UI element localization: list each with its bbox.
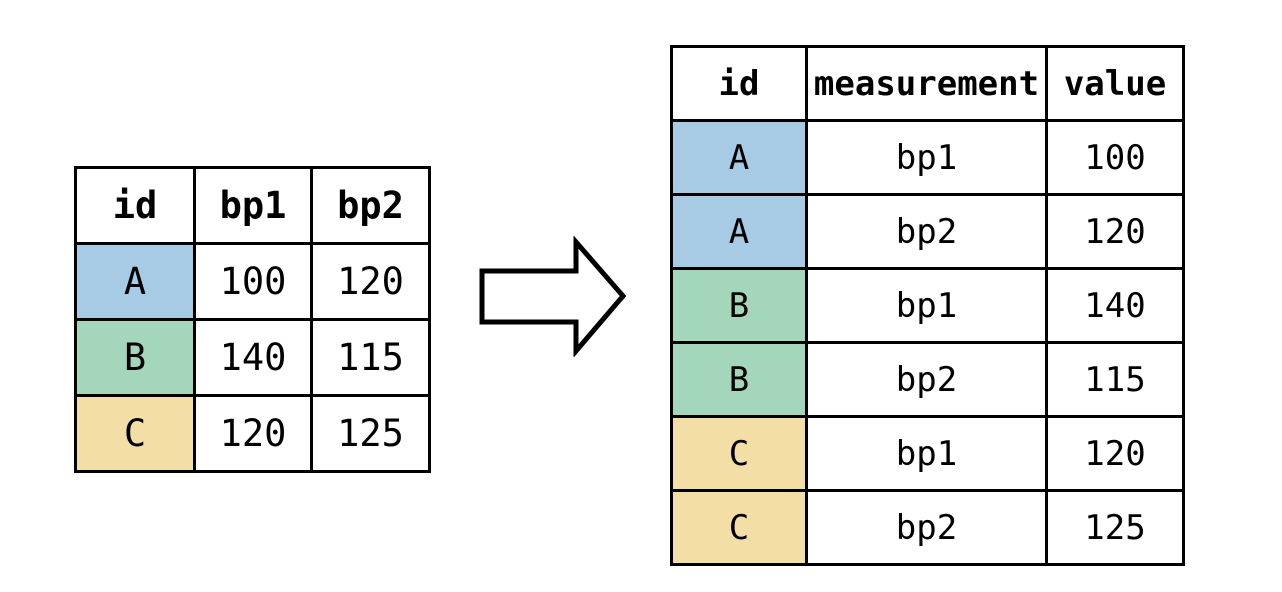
table-row: A bp2 120 [670,193,1185,270]
id-cell: C [670,489,808,566]
measurement-cell: bp2 [805,193,1048,270]
column-header-bp2: bp2 [310,166,431,245]
table-row: B 140 115 [74,318,431,397]
value-cell: 120 [1045,415,1185,492]
measurement-cell: bp1 [805,267,1048,344]
value-cell: 120 [310,242,431,321]
id-cell: A [670,193,808,270]
table-row: B bp1 140 [670,267,1185,344]
right-arrow-icon [479,236,627,357]
value-cell: 100 [193,242,313,321]
wide-table: id bp1 bp2 A 100 120 B 140 115 C 120 125 [74,166,431,473]
id-cell: B [670,267,808,344]
column-header-id: id [74,166,196,245]
column-header-id: id [670,45,808,122]
measurement-cell: bp2 [805,489,1048,566]
value-cell: 125 [1045,489,1185,566]
value-cell: 115 [1045,341,1185,418]
table-row: A 100 120 [74,242,431,321]
value-cell: 100 [1045,119,1185,196]
value-cell: 125 [310,394,431,473]
id-cell: B [670,341,808,418]
id-cell: C [670,415,808,492]
measurement-cell: bp1 [805,119,1048,196]
value-cell: 120 [1045,193,1185,270]
measurement-cell: bp2 [805,341,1048,418]
value-cell: 115 [310,318,431,397]
value-cell: 120 [193,394,313,473]
table-row: B bp2 115 [670,341,1185,418]
value-cell: 140 [193,318,313,397]
table-header-row: id bp1 bp2 [74,166,431,245]
id-cell: A [74,242,196,321]
id-cell: B [74,318,196,397]
column-header-measurement: measurement [805,45,1048,122]
table-row: C bp2 125 [670,489,1185,566]
measurement-cell: bp1 [805,415,1048,492]
column-header-value: value [1045,45,1185,122]
column-header-bp1: bp1 [193,166,313,245]
table-row: C bp1 120 [670,415,1185,492]
id-cell: A [670,119,808,196]
table-row: A bp1 100 [670,119,1185,196]
table-row: C 120 125 [74,394,431,473]
id-cell: C [74,394,196,473]
value-cell: 140 [1045,267,1185,344]
long-table: id measurement value A bp1 100 A bp2 120… [670,45,1185,566]
table-header-row: id measurement value [670,45,1185,122]
